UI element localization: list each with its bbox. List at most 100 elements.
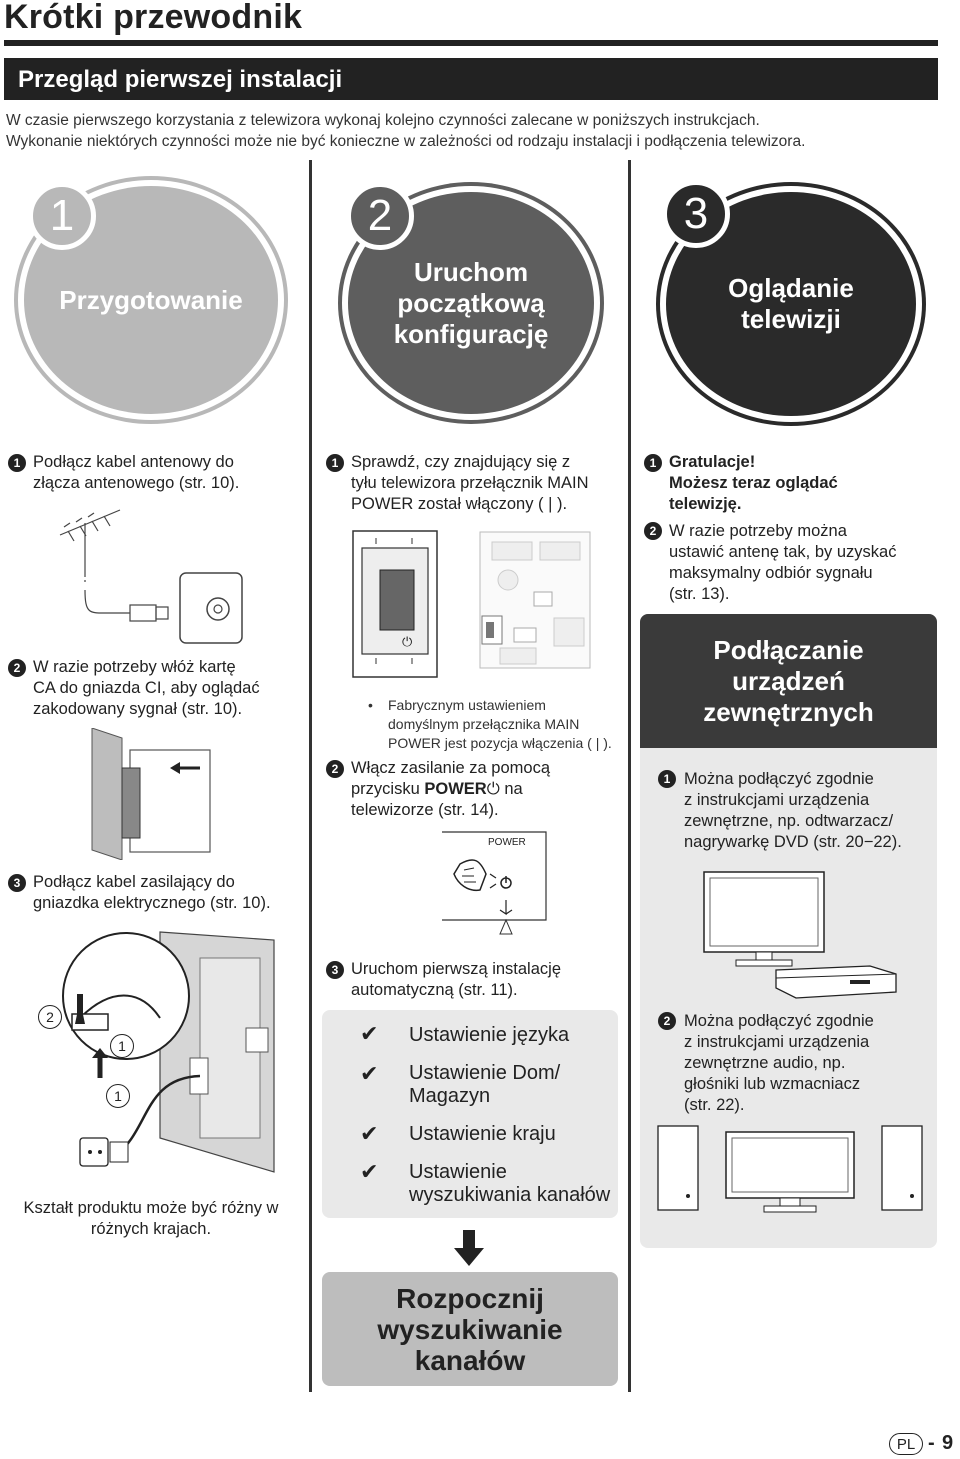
checklist-item-home-store: Ustawienie Dom/ Magazyn (409, 1062, 560, 1108)
final-line: Rozpocznij (396, 1282, 544, 1314)
panel-item1-text: Można podłączyć zgodnie z instrukcjami u… (684, 769, 902, 853)
check-icon: ✔ (360, 1061, 379, 1086)
col2-note-line: Fabrycznym ustawieniem (388, 697, 546, 713)
col1-item1-line: złącza antenowego (str. 10). (33, 474, 240, 492)
footnote-line: Kształt produktu może być różny w (23, 1199, 279, 1217)
col2-item3-text: Uruchom pierwszą instalację automatyczną… (351, 959, 561, 1001)
col1-item2-text: W razie potrzeby włóż kartę CA do gniazd… (33, 657, 260, 720)
col3-item1-text: Gratulacje! Możesz teraz oglądać telewiz… (669, 452, 838, 515)
callout-2: 2 (38, 1005, 62, 1029)
external-devices-header: Podłączanie urządzeń zewnętrznych (640, 614, 937, 748)
col2-item3-line: Uruchom pierwszą instalację (351, 960, 561, 978)
panel-item1-line: nagrywarkę DVD (str. 20−22). (684, 833, 902, 851)
step-3-circle: Oglądanie telewizji (660, 186, 922, 422)
checklist-line: Ustawienie Dom/ (409, 1062, 561, 1084)
col2-item1-text: Sprawdź, czy znajdujący się z tyłu telew… (351, 452, 589, 515)
col1-item1-line: Podłącz kabel antenowy do (33, 453, 234, 471)
checklist-item-channel-search: Ustawienie wyszukiwania kanałów (409, 1161, 610, 1207)
down-arrow-icon (454, 1230, 484, 1266)
panel-title-line: urządzeń (732, 665, 845, 696)
col2-item3-bullet: 3 (326, 961, 344, 979)
power-icon: ⏻ (486, 780, 500, 798)
intro-line-2: Wykonanie niektórych czynności może nie … (6, 133, 806, 150)
col2-note: Fabrycznym ustawieniem domyślnym przełąc… (388, 696, 612, 753)
column-divider-2 (628, 160, 631, 1392)
speakers-tv-illustration (657, 1125, 923, 1213)
panel-item2-text: Można podłączyć zgodnie z instrukcjami u… (684, 1011, 874, 1116)
col2-item1-line: tyłu telewizora przełącznik MAIN (351, 474, 589, 492)
step-3-number: 3 (662, 180, 730, 248)
col2-item2-text: Włącz zasilanie za pomocą przycisku POWE… (351, 758, 550, 821)
final-line: wyszukiwanie (377, 1313, 563, 1345)
col2-item1-line: POWER został włączony ( | ). (351, 495, 568, 513)
col3-item2-line: W razie potrzeby można (669, 522, 847, 540)
col1-item3-bullet: 3 (8, 874, 26, 892)
step-1-number: 1 (28, 182, 96, 250)
check-icon: ✔ (360, 1121, 379, 1146)
intro-line-1: W czasie pierwszego korzystania z telewi… (6, 112, 760, 129)
col3-item2-line: maksymalny odbiór sygnału (669, 564, 873, 582)
checklist-line: wyszukiwania kanałów (409, 1184, 611, 1206)
col3-item2-bullet: 2 (644, 522, 662, 540)
col1-item2-bullet: 2 (8, 659, 26, 677)
panel-item2-bullet: 2 (658, 1012, 676, 1030)
footnote: Kształt produktu może być różny w różnyc… (6, 1198, 296, 1240)
col2-item1-bullet: 1 (326, 454, 344, 472)
power-cord-illustration (62, 931, 275, 1173)
power-keyword: POWER (424, 780, 487, 798)
panel-item2-line: (str. 22). (684, 1096, 745, 1114)
page-title: Krótki przewodnik (4, 0, 303, 36)
col3-item1-line: telewizję. (669, 495, 742, 513)
panel-item2-line: zewnętrzne audio, np. (684, 1054, 846, 1072)
checklist-item-country: Ustawienie kraju (409, 1123, 556, 1146)
setup-checklist-panel (322, 1010, 618, 1218)
col2-note-line: domyślnym przełącznika MAIN (388, 716, 580, 732)
page-number: 9 (942, 1432, 954, 1454)
col2-note-line: POWER jest pozycja włączenia ( | ). (388, 735, 612, 751)
col2-item2-line: telewizorze (str. 14). (351, 801, 499, 819)
tv-dvd-illustration (703, 871, 897, 999)
checklist-line: Ustawienie kraju (409, 1123, 556, 1145)
main-power-switch-illustration (352, 530, 438, 678)
panel-title-line: Podłączanie (713, 634, 864, 665)
col2-note-bullet: • (368, 697, 373, 713)
power-button-illustration (442, 831, 547, 935)
step-2-label-line-2: początkową (397, 287, 545, 318)
checklist-item-language: Ustawienie języka (409, 1024, 569, 1047)
panel-item1-line: zewnętrzne, np. odtwarzacz/ (684, 812, 894, 830)
ca-card-illustration (91, 728, 211, 860)
col3-item2-text: W razie potrzeby można ustawić antenę ta… (669, 521, 896, 605)
panel-item1-bullet: 1 (658, 770, 676, 788)
check-icon: ✔ (360, 1021, 379, 1046)
col2-item1-line: Sprawdź, czy znajdujący się z (351, 453, 571, 471)
start-channel-search-box: Rozpocznij wyszukiwanie kanałów (322, 1272, 618, 1386)
panel-item1-line: Można podłączyć zgodnie (684, 770, 874, 788)
step-3-label-line-2: telewizji (741, 304, 841, 334)
antenna-illustration (59, 509, 243, 644)
column-divider-1 (309, 160, 312, 1392)
col3-item1-bullet: 1 (644, 454, 662, 472)
panel-item2-line: z instrukcjami urządzenia (684, 1033, 870, 1051)
col1-item3-line: Podłącz kabel zasilający do (33, 873, 235, 891)
col1-item3-text: Podłącz kabel zasilający do gniazdka ele… (33, 872, 271, 914)
checklist-line: Ustawienie języka (409, 1024, 570, 1046)
section-banner: Przegląd pierwszej instalacji (4, 58, 938, 100)
col3-item2-line: ustawić antenę tak, by uzyskać (669, 543, 897, 561)
col3-item2-line: (str. 13). (669, 585, 730, 603)
footnote-line: różnych krajach. (90, 1220, 212, 1238)
col2-item2-bullet: 2 (326, 760, 344, 778)
col1-item2-line: CA do gniazda CI, aby oglądać (33, 679, 260, 697)
callout-1-lower: 1 (106, 1084, 130, 1108)
language-badge: PL (889, 1433, 923, 1455)
page-separator: - (928, 1432, 935, 1454)
title-rule (4, 40, 938, 46)
step-2-label-line-3: konfigurację (393, 318, 549, 349)
col2-item2-line: przycisku POWER⏻ na (351, 779, 550, 800)
checklist-line: Ustawienie (409, 1161, 507, 1183)
col1-item3-line: gniazdka elektrycznego (str. 10). (33, 894, 271, 912)
power-label: POWER (488, 837, 526, 848)
col1-item1-text: Podłącz kabel antenowy do złącza antenow… (33, 452, 239, 494)
panel-item2-line: głośniki lub wzmacniacz (684, 1075, 861, 1093)
col2-item3-line: automatyczną (str. 11). (351, 981, 518, 999)
col1-item1-bullet: 1 (8, 454, 26, 472)
